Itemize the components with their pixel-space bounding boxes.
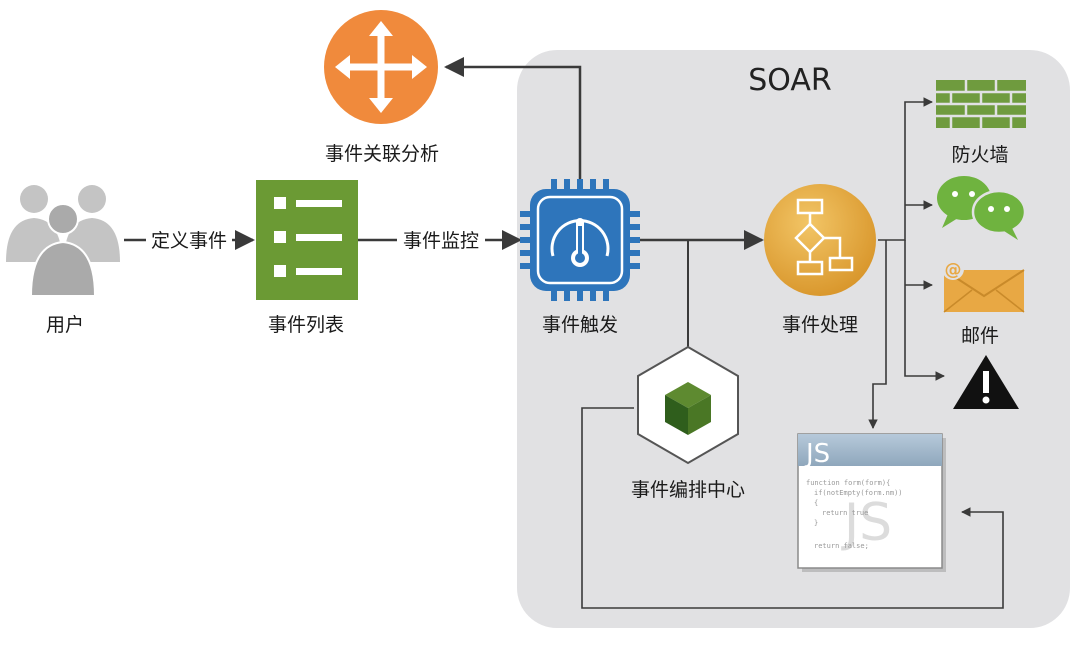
event-list-label: 事件列表 <box>268 314 344 336</box>
edge-trigger-to-correlation <box>444 57 582 180</box>
script-code-line: return true <box>822 509 868 517</box>
edge-processing-to-outputs <box>878 97 933 241</box>
script-code-line: return false; <box>814 542 869 550</box>
svg-text:@: @ <box>945 260 962 280</box>
edge-event-monitor-label: 事件监控 <box>403 230 479 252</box>
orchestration-label: 事件编排中心 <box>631 479 745 501</box>
soar-title: SOAR <box>748 63 832 98</box>
cube-icon <box>637 345 739 465</box>
envelope-icon: @ <box>942 258 1025 313</box>
edge-feedback-loop <box>581 407 1004 609</box>
wechat-icon <box>937 176 1027 240</box>
edge-define-event-label: 定义事件 <box>151 230 227 252</box>
edge-to-alert <box>904 240 945 381</box>
script-code-line: { <box>814 499 818 507</box>
brick-wall-icon <box>936 80 1026 128</box>
router-arrows-icon <box>324 10 438 124</box>
script-code-line: if(notEmpty(form.nm)) <box>814 489 903 497</box>
script-watermark: JS <box>841 493 892 553</box>
script-code-line: } <box>814 519 818 527</box>
users-icon <box>6 185 120 297</box>
flowchart-icon <box>764 184 876 296</box>
js-script-icon: JS JS function form(form){ if(notEmpty(f… <box>797 433 946 572</box>
trigger-label: 事件触发 <box>542 314 618 336</box>
chip-gauge-icon <box>520 179 640 301</box>
edge-label-bg <box>397 228 485 252</box>
edge-to-script <box>868 240 887 429</box>
firewall-label: 防火墙 <box>951 144 1008 166</box>
user-label: 用户 <box>46 314 84 336</box>
edge-label-bg <box>146 228 232 252</box>
warning-icon <box>953 355 1019 409</box>
checklist-icon <box>256 180 358 300</box>
processing-label: 事件处理 <box>782 314 858 336</box>
script-title: JS <box>804 439 830 469</box>
email-label: 邮件 <box>961 325 999 347</box>
script-code-line: function form(form){ <box>806 479 890 487</box>
correlation-label: 事件关联分析 <box>325 143 439 165</box>
